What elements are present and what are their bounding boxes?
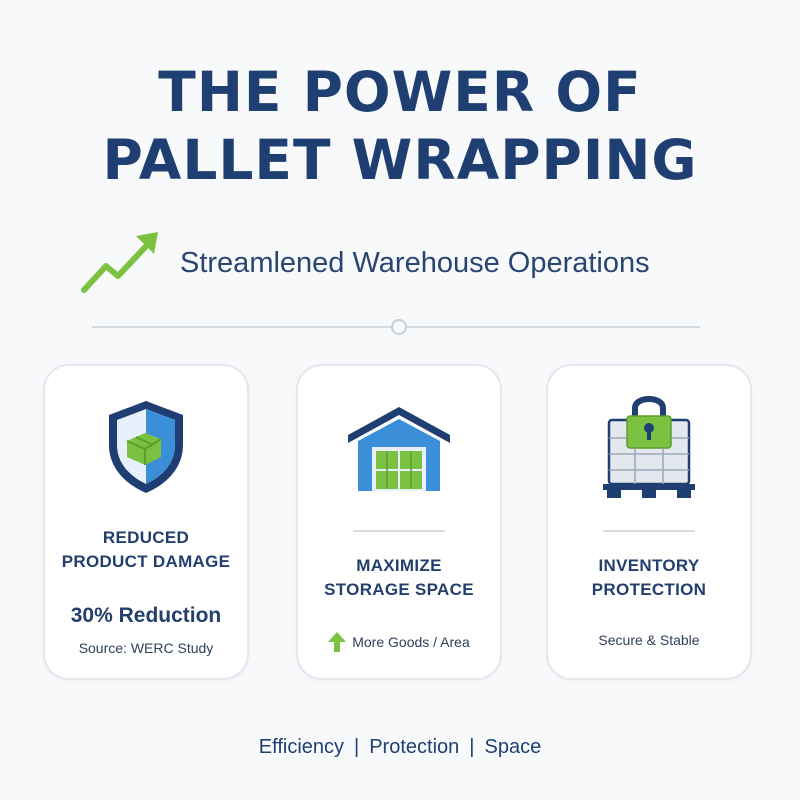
trend-up-arrow-icon xyxy=(81,232,158,293)
footer-item-protection: Protection xyxy=(369,736,460,758)
card-heading-line-2: PROTECTION xyxy=(591,580,707,599)
shield-package-icon xyxy=(109,401,183,493)
card-heading-line-2: STORAGE SPACE xyxy=(324,580,474,599)
card-heading-line-1: REDUCED xyxy=(102,528,190,547)
card-note-text: Secure & Stable xyxy=(598,632,700,648)
footer-item-space: Space xyxy=(484,736,542,758)
subtitle-row: Streamlened Warehouse Operations xyxy=(78,228,650,298)
card-heading: INVENTORY PROTECTION xyxy=(548,554,750,602)
card-icon-wrap xyxy=(298,392,500,502)
warehouse-icon xyxy=(348,407,450,491)
card-stat: 30% Reduction xyxy=(70,604,222,627)
footer-tagline: Efficiency | Protection | Space xyxy=(0,736,800,759)
card-separator xyxy=(353,530,445,532)
card-note: More Goods / Area xyxy=(298,632,500,652)
card-icon-wrap xyxy=(45,392,247,502)
divider-dot xyxy=(391,319,407,335)
page-title: THE POWER OF PALLET WRAPPING xyxy=(0,58,800,194)
card-inventory-protection: INVENTORY PROTECTION Secure & Stable xyxy=(546,364,752,680)
title-line-2: PALLET WRAPPING xyxy=(102,128,698,192)
card-reduced-damage: REDUCED PRODUCT DAMAGE 30% Reduction Sou… xyxy=(43,364,249,680)
title-line-1: THE POWER OF xyxy=(158,60,642,124)
arrow-up-icon xyxy=(328,632,347,652)
card-separator xyxy=(603,530,695,532)
card-note-text: More Goods / Area xyxy=(352,634,470,650)
card-heading: REDUCED PRODUCT DAMAGE xyxy=(45,526,247,574)
card-heading-line-1: MAXIMIZE xyxy=(356,556,442,575)
card-heading-line-2: PRODUCT DAMAGE xyxy=(61,552,231,571)
footer-separator: | xyxy=(469,736,475,758)
locked-pallet-icon xyxy=(603,396,695,498)
subtitle: Streamlened Warehouse Operations xyxy=(180,246,650,279)
card-source: Source: WERC Study xyxy=(78,640,214,656)
card-storage-space: MAXIMIZE STORAGE SPACE More Goods / Area xyxy=(296,364,502,680)
footer-item-efficiency: Efficiency xyxy=(258,736,345,758)
card-heading: MAXIMIZE STORAGE SPACE xyxy=(298,554,500,602)
card-note: Secure & Stable xyxy=(548,632,750,648)
footer-separator: | xyxy=(354,736,360,758)
card-heading-line-1: INVENTORY xyxy=(598,556,700,575)
card-icon-wrap xyxy=(548,392,750,502)
